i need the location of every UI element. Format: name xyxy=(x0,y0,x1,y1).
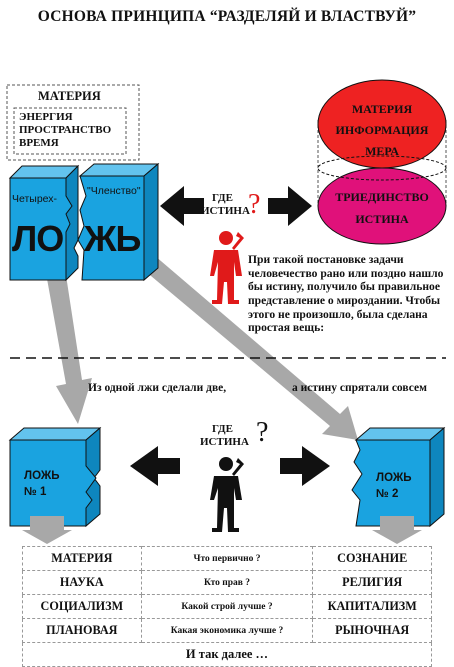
table-cell-question: Что первично ? xyxy=(140,546,314,571)
sphere-top xyxy=(317,79,447,169)
arrow-to-lie-2 xyxy=(120,238,358,440)
cube-top-right-small: "Членство" xyxy=(87,185,141,197)
cube-bottom-left-line2: № 1 xyxy=(24,486,47,498)
cube-bottom-right-line1: ЛОЖЬ xyxy=(376,472,412,484)
table-cell-left: ПЛАНОВАЯ xyxy=(22,618,142,643)
cube-top-left-big: ЛО xyxy=(12,218,64,259)
table-cell-right: КАПИТАЛИЗМ xyxy=(312,594,432,619)
table-row: И так далее … xyxy=(22,642,432,667)
cube-top-left xyxy=(8,164,80,282)
truth-question-mark: ? xyxy=(248,189,261,220)
matter-item-energy: ЭНЕРГИЯ xyxy=(19,111,73,123)
comparison-table: МАТЕРИЯ Что первично ? СОЗНАНИЕ НАУКА Кт… xyxy=(22,546,432,667)
sphere-bottom xyxy=(317,167,447,245)
truth-question-bottom-line2: ИСТИНА xyxy=(200,436,249,448)
cube-top-right-big: ЖЬ xyxy=(84,218,141,259)
truth-question-line1: ГДЕ xyxy=(212,192,233,204)
table-cell-question: Какой строй лучше ? xyxy=(140,594,314,619)
table-cell-question: Какая экономика лучше ? xyxy=(140,618,314,643)
caption-left: Из одной лжи сделали две, xyxy=(88,382,227,394)
page-title: ОСНОВА ПРИНЦИПА “РАЗДЕЛЯЙ И ВЛАСТВУЙ” xyxy=(37,8,417,25)
black-person-figure xyxy=(210,457,244,532)
cube-bottom-left xyxy=(8,426,102,528)
arrow-down-right xyxy=(372,516,422,544)
table-cell-left: НАУКА xyxy=(22,570,142,595)
table-cell-left: МАТЕРИЯ xyxy=(22,546,142,571)
table-row: СОЦИАЛИЗМ Какой строй лучше ? КАПИТАЛИЗМ xyxy=(22,594,432,619)
table-footer: И так далее … xyxy=(22,642,432,667)
matter-inner-box xyxy=(13,107,127,155)
sphere-bottom-line1: ТРИЕДИНСТВО xyxy=(335,190,429,204)
red-person-figure xyxy=(210,231,244,304)
table-cell-question: Кто прав ? xyxy=(140,570,314,595)
table-row: НАУКА Кто прав ? РЕЛИГИЯ xyxy=(22,570,432,595)
matter-item-time: ВРЕМЯ xyxy=(19,137,59,149)
matter-header: МАТЕРИЯ xyxy=(38,89,101,103)
table-cell-left: СОЦИАЛИЗМ xyxy=(22,594,142,619)
matter-item-space: ПРОСТРАНСТВО xyxy=(19,124,112,136)
caption-right: а истину спрятали совсем xyxy=(292,382,427,394)
sphere-top-line3: МЕРА xyxy=(365,144,399,158)
cube-bottom-left-line1: ЛОЖЬ xyxy=(24,470,60,482)
arrow-right-bottom xyxy=(280,446,330,486)
sphere-bottom-line2: ИСТИНА xyxy=(355,212,409,226)
sphere-group xyxy=(317,79,447,245)
matter-box xyxy=(6,84,140,161)
cube-bottom-right xyxy=(351,426,446,528)
sphere-top-line2: ИНФОРМАЦИЯ xyxy=(335,123,429,137)
truth-question-bottom-mark: ? xyxy=(256,417,269,448)
table-cell-right: СОЗНАНИЕ xyxy=(312,546,432,571)
table-cell-right: РЫНОЧНАЯ xyxy=(312,618,432,643)
table-cell-right: РЕЛИГИЯ xyxy=(312,570,432,595)
arrow-left-bottom xyxy=(130,446,180,486)
arrow-down-left xyxy=(22,516,72,544)
truth-question-line2: ИСТИНА xyxy=(201,205,250,217)
arrow-right-top xyxy=(268,186,312,226)
cube-top-right xyxy=(77,162,160,282)
explanation-paragraph: При такой постановке задачи человечество… xyxy=(248,253,444,335)
sphere-top-line1: МАТЕРИЯ xyxy=(351,102,413,116)
cube-top-left-small: Четырех- xyxy=(12,193,58,205)
arrow-left-top xyxy=(160,186,204,226)
cube-bottom-right-line2: № 2 xyxy=(376,488,399,500)
truth-question-bottom-line1: ГДЕ xyxy=(212,423,233,435)
table-row: ПЛАНОВАЯ Какая экономика лучше ? РЫНОЧНА… xyxy=(22,618,432,643)
table-row: МАТЕРИЯ Что первично ? СОЗНАНИЕ xyxy=(22,546,432,571)
arrow-to-lie-1 xyxy=(40,236,92,424)
